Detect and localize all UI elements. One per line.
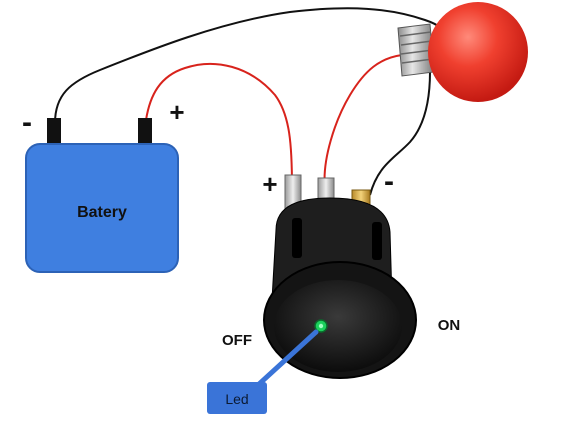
switch-on-label: ON (438, 317, 461, 334)
battery-body (25, 143, 179, 273)
battery-positive-sign: + (169, 97, 184, 127)
battery-label: Batery (77, 204, 127, 221)
switch-plus-sign: + (262, 169, 277, 199)
switch-rocker (274, 280, 402, 372)
battery: Batery - + (22, 97, 185, 273)
battery-positive-terminal (138, 118, 152, 148)
black-wire-battery-to-bulb (54, 7, 446, 124)
battery-negative-sign: - (22, 106, 32, 139)
red-wire-battery-to-switch (145, 62, 293, 189)
bulb-glass (428, 2, 528, 102)
led-callout: Led (207, 329, 319, 414)
rocker-switch: + - OFF ON (222, 165, 461, 379)
switch-off-label: OFF (222, 332, 252, 349)
light-bulb (397, 2, 528, 102)
switch-minus-sign: - (384, 165, 394, 198)
led-tag-label: Led (225, 391, 248, 407)
led-tag-box (207, 382, 267, 414)
red-wire-switch-to-bulb (323, 54, 403, 189)
battery-negative-terminal (47, 118, 61, 148)
led-pointer-line (255, 329, 319, 388)
black-wire-bulb-to-switch (369, 71, 431, 196)
